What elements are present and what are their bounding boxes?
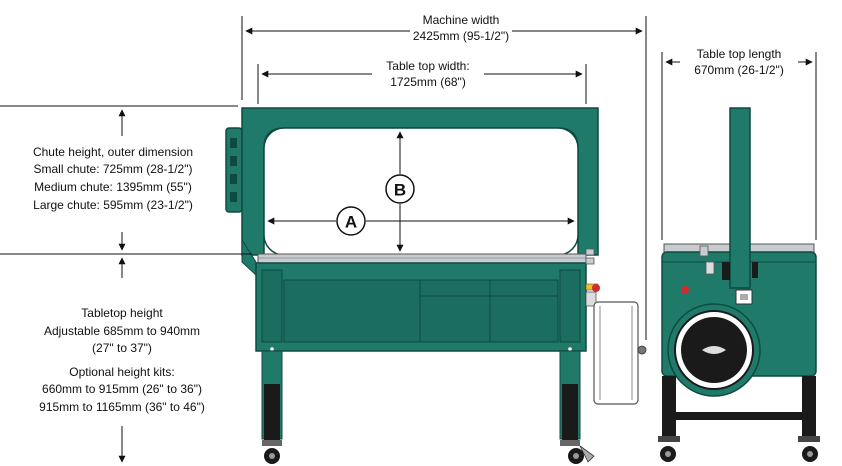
marker-a-circle bbox=[336, 206, 366, 236]
panel-switch bbox=[230, 156, 237, 166]
machine-width-value: 2425mm (95-1/2") bbox=[413, 29, 509, 43]
tabletop-width-label: Table top width: 1725mm (68") bbox=[386, 59, 469, 89]
tabletop-width-title: Table top width: bbox=[386, 59, 469, 73]
height-kit-1: 660mm to 915mm (26" to 36") bbox=[42, 382, 202, 396]
marker-a-label: A bbox=[345, 213, 357, 232]
side-leg-right bbox=[802, 376, 816, 440]
side-arch-column bbox=[729, 107, 751, 289]
tabletop-length-title: Table top length bbox=[697, 47, 782, 61]
chute-height-title: Chute height, outer dimension bbox=[33, 145, 193, 159]
tabletop-height-adjustable: Adjustable 685mm to 940mm bbox=[44, 324, 200, 338]
cabinet-door-center bbox=[419, 279, 491, 343]
chute-height-large: Large chute: 595mm (23-1/2") bbox=[33, 198, 193, 212]
panel-switch bbox=[230, 174, 237, 184]
arch-opening bbox=[263, 127, 579, 256]
chute-height-small: Small chute: 725mm (28-1/2") bbox=[34, 162, 193, 176]
machine-width-label: Machine width 2425mm (95-1/2") bbox=[413, 13, 509, 43]
front-view-machine bbox=[225, 107, 647, 464]
height-kit-2: 915mm to 1165mm (36" to 46") bbox=[39, 400, 205, 414]
marker-b-circle bbox=[385, 174, 415, 204]
side-view-machine bbox=[658, 107, 820, 462]
side-stop-button bbox=[681, 286, 689, 294]
tabletop-length-value: 670mm (26-1/2") bbox=[694, 63, 784, 77]
side-cross-bar bbox=[676, 412, 802, 420]
panel-switch bbox=[230, 192, 237, 202]
chute-height-label: Chute height, outer dimension Small chut… bbox=[33, 145, 193, 212]
side-leg-left bbox=[662, 376, 676, 440]
cabinet-leg-panel bbox=[559, 269, 581, 343]
strap-reel-side bbox=[593, 301, 639, 405]
cabinet-door-left bbox=[283, 279, 421, 343]
tabletop-width-value: 1725mm (68") bbox=[390, 75, 466, 89]
panel-switch bbox=[230, 138, 237, 148]
leg-left-lower bbox=[264, 384, 280, 442]
machine-width-title: Machine width bbox=[423, 13, 500, 27]
marker-b-label: B bbox=[394, 181, 406, 200]
cabinet-door-right bbox=[489, 279, 559, 343]
cabinet-leg-panel bbox=[261, 269, 283, 343]
caster-brake bbox=[579, 445, 595, 463]
leg-right-lower bbox=[562, 384, 578, 442]
table-top bbox=[257, 253, 587, 264]
tabletop-height-adjustable-inches: (27" to 37") bbox=[92, 341, 152, 355]
chute-height-medium: Medium chute: 1395mm (55") bbox=[34, 180, 192, 194]
tabletop-height-title: Tabletop height bbox=[81, 306, 163, 320]
dimension-lines bbox=[0, 16, 817, 463]
height-kits-title: Optional height kits: bbox=[69, 365, 174, 379]
tabletop-length-label: Table top length 670mm (26-1/2") bbox=[694, 47, 784, 77]
tabletop-height-label: Tabletop height Adjustable 685mm to 940m… bbox=[39, 306, 205, 414]
emergency-stop-button bbox=[592, 284, 600, 292]
